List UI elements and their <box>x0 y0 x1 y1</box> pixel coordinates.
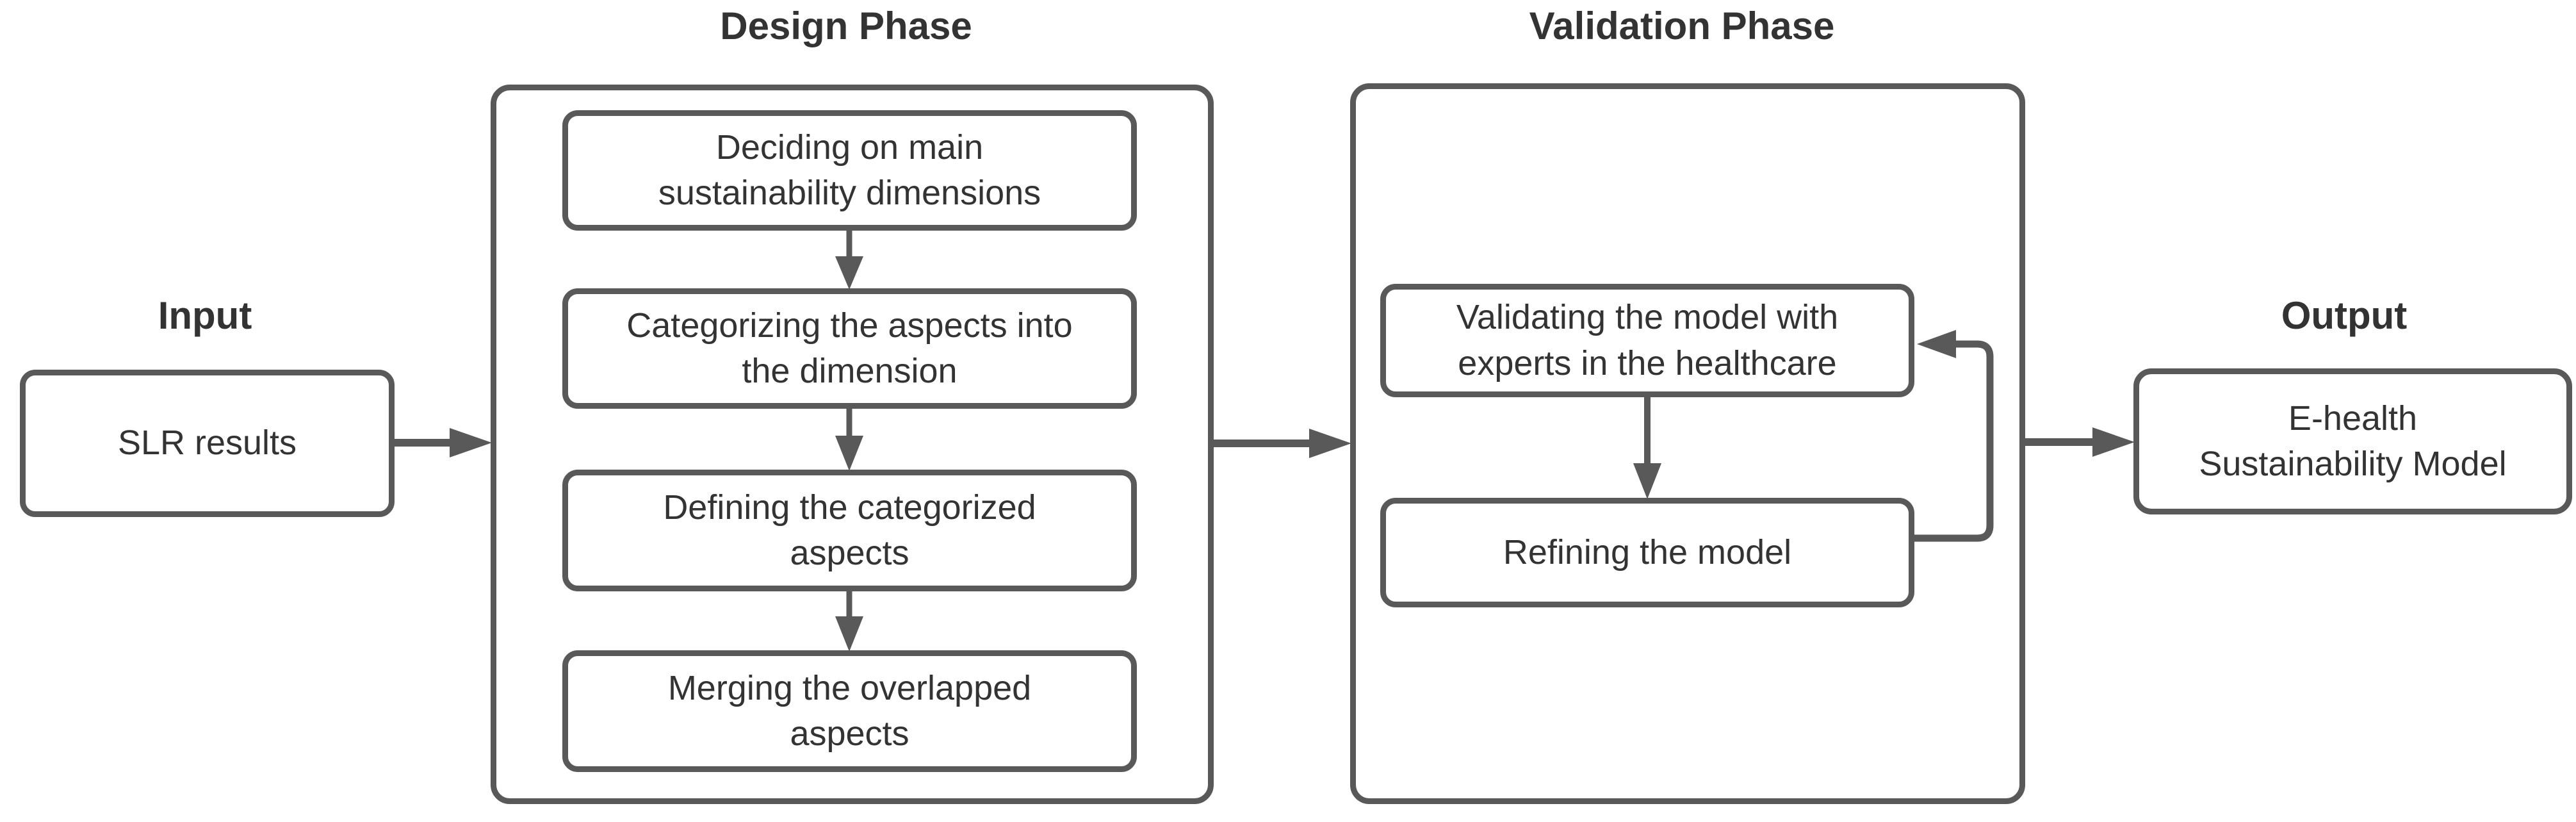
arrow-input-to-design <box>393 428 492 457</box>
node-slr-results-label: SLR results <box>117 423 297 463</box>
design-phase-label: Design Phase <box>720 4 972 47</box>
node-categorizing-aspects-label: Categorizing the aspects into the dimens… <box>626 306 1073 390</box>
node-validating-model: Validating the model with experts in the… <box>1380 284 1914 397</box>
node-merging-aspects: Merging the overlapped aspects <box>562 650 1137 772</box>
arrow-design-to-validation <box>1212 429 1351 458</box>
input-label: Input <box>158 294 252 337</box>
node-merging-aspects-label: Merging the overlapped aspects <box>667 668 1032 753</box>
node-defining-aspects: Defining the categorized aspects <box>562 470 1137 591</box>
validation-phase-label: Validation Phase <box>1529 4 1835 47</box>
validation-phase-container <box>1350 83 2025 804</box>
node-defining-aspects-label: Defining the categorized aspects <box>663 488 1036 572</box>
node-ehealth-model-label: E-health Sustainability Model <box>2199 399 2507 483</box>
node-refining-model-label: Refining the model <box>1503 532 1792 571</box>
node-categorizing-aspects: Categorizing the aspects into the dimens… <box>562 288 1137 409</box>
node-deciding-dimensions-label: Deciding on main sustainability dimensio… <box>658 127 1041 212</box>
output-label: Output <box>2281 294 2408 337</box>
node-ehealth-model: E-health Sustainability Model <box>2133 368 2572 514</box>
node-refining-model: Refining the model <box>1380 498 1914 607</box>
node-slr-results: SLR results <box>20 370 395 517</box>
arrow-validation-to-output <box>2024 427 2135 457</box>
node-deciding-dimensions: Deciding on main sustainability dimensio… <box>562 110 1137 231</box>
node-validating-model-label: Validating the model with experts in the… <box>1456 298 1839 382</box>
